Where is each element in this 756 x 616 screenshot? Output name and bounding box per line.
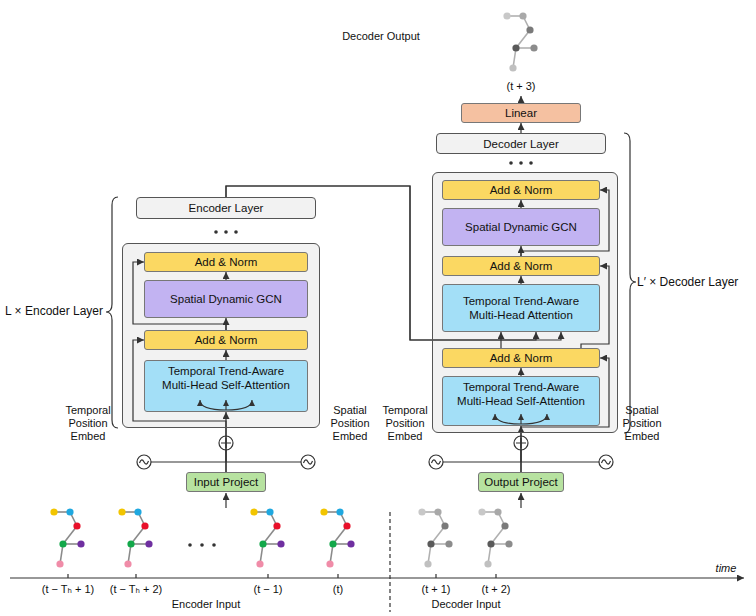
box-label: Add & Norm	[490, 259, 553, 273]
project-box: Input Project	[186, 472, 266, 492]
time-step: (t)	[303, 583, 373, 596]
box-label: Output Project	[484, 475, 558, 489]
box-label: Temporal Trend-Aware Multi-Head Self-Att…	[156, 364, 296, 392]
encoder-stack: L × Encoder LayerAdd & NormSpatial Dynam…	[122, 243, 320, 428]
group-caption: Decoder Input	[416, 598, 516, 611]
box-label: Input Project	[194, 475, 259, 489]
gcn-box: Spatial Dynamic GCN	[442, 208, 600, 246]
box-label: Encoder Layer	[189, 201, 264, 215]
box-label: Spatial Dynamic GCN	[465, 220, 577, 234]
add-norm-box: Add & Norm	[144, 252, 308, 272]
box-label: Add & Norm	[490, 351, 553, 365]
add-norm-box: Add & Norm	[442, 180, 600, 200]
flow-arrow	[500, 332, 501, 348]
box-label: Spatial Dynamic GCN	[170, 292, 282, 306]
add-norm-box: Add & Norm	[144, 330, 308, 350]
time-step: (t + 2)	[461, 583, 531, 596]
stack-heading: L × Encoder Layer	[5, 304, 103, 319]
sum-symbol	[219, 436, 528, 450]
attention-box: Temporal Trend-Aware Multi-Head Self-Att…	[144, 360, 308, 412]
flow-arrow	[520, 200, 521, 208]
box-label: Add & Norm	[490, 183, 553, 197]
embed-label: Temporal Position Embed	[380, 404, 430, 443]
flow-arrow	[520, 123, 521, 133]
attention-box: Temporal Trend-Aware Multi-Head Attentio…	[442, 284, 600, 332]
box-label: Add & Norm	[195, 333, 258, 347]
linear-box: Linear	[461, 103, 581, 123]
stack-ground	[122, 243, 320, 428]
flow-arrow	[225, 350, 226, 360]
brace	[106, 133, 636, 433]
gcn-box: Spatial Dynamic GCN	[144, 280, 308, 318]
time-axis	[10, 512, 744, 612]
embed-wire	[151, 96, 599, 508]
embed-label: Spatial Position Embed	[616, 404, 668, 443]
layer-box: Encoder Layer	[136, 197, 316, 219]
box-label: Decoder Layer	[483, 137, 558, 151]
time-step: (t + 3)	[491, 80, 551, 93]
output-caption: Decoder Output	[326, 30, 436, 43]
embed-label: Temporal Position Embed	[58, 404, 118, 443]
add-norm-box: Add & Norm	[442, 348, 600, 368]
time-step: (t − Tₕ + 2)	[101, 583, 171, 596]
group-caption: Encoder Input	[156, 598, 256, 611]
project-box: Output Project	[478, 472, 564, 492]
time-step: (t + 1)	[401, 583, 471, 596]
time-step: (t − Tₕ + 1)	[33, 583, 103, 596]
stack-ground	[432, 172, 618, 433]
flow-arrow	[225, 272, 226, 280]
flow-arrow	[520, 368, 521, 376]
embed-symbol	[137, 455, 613, 469]
add-norm-box: Add & Norm	[442, 256, 600, 276]
box-label: Temporal Trend-Aware Multi-Head Attentio…	[451, 294, 591, 322]
box-label: Add & Norm	[195, 255, 258, 269]
layer-box: Decoder Layer	[436, 133, 606, 154]
embed-label: Spatial Position Embed	[324, 404, 376, 443]
box-label: Linear	[505, 106, 537, 120]
flow-arrow	[520, 276, 521, 284]
decoder-stack: L′ × Decoder LayerAdd & NormSpatial Dyna…	[432, 172, 618, 433]
time-step: (t − 1)	[233, 583, 303, 596]
attention-box: Temporal Trend-Aware Multi-Head Self-Att…	[442, 376, 600, 426]
box-label: Temporal Trend-Aware Multi-Head Self-Att…	[451, 380, 591, 408]
stack-heading: L′ × Decoder Layer	[637, 275, 738, 290]
axis-label: time	[706, 562, 746, 575]
